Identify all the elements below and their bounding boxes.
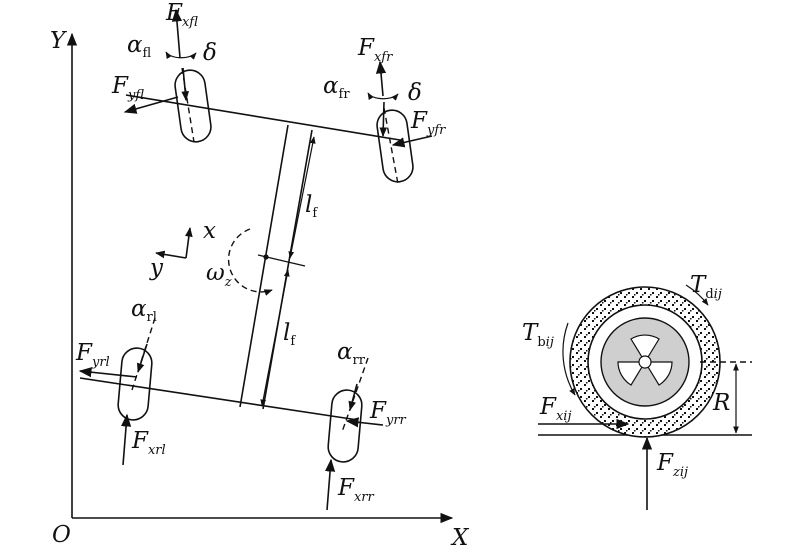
slip-angle-rl-label: αrl (131, 296, 157, 325)
body-x-label: x (203, 218, 216, 244)
force-fy-fl-arrow (123, 96, 179, 114)
slip-angle-fr-label: αfr (323, 73, 350, 102)
force-fy-rr-label: Fyrr (369, 398, 407, 428)
wheel-rr-slip-line (341, 357, 369, 433)
body-axes: x y (149, 218, 216, 281)
length-dimensions: lf lf (260, 136, 318, 407)
slip-angle-fl-label: αfl (127, 32, 152, 61)
force-fz-tire-label: Fzij (656, 450, 688, 480)
force-fx-rl-arrow (120, 413, 132, 466)
force-fx-fl-label: Fxfl (165, 0, 198, 30)
yaw-rate-indicator: ωz (206, 228, 273, 296)
center-of-gravity (263, 254, 269, 260)
front-length-arrow (288, 136, 316, 259)
chassis-right-rail (262, 129, 313, 410)
steer-angle-fl-label: δ (203, 40, 217, 66)
rear-length-arrow (260, 269, 290, 407)
body-y-label: y (149, 255, 164, 281)
tire-detail: R Tdij Tbij Fxij Fzij (522, 272, 752, 510)
yaw-rate-arc (227, 228, 273, 296)
yaw-rate-label: ωz (206, 260, 232, 290)
vehicle-frame (79, 94, 401, 421)
body-x-axis (185, 227, 193, 259)
wheel-fr-velocity (379, 101, 388, 137)
wheel-rl-velocity (136, 343, 148, 373)
wheel-rr-tire (327, 389, 363, 463)
brake-torque-arc (562, 322, 576, 396)
radius-label: R (712, 390, 730, 416)
rear-length-label: lf (283, 320, 296, 349)
force-fy-fr-label: Fyfr (410, 108, 446, 138)
force-fx-rr-label: Fxrr (337, 475, 375, 505)
brake-torque-label: Tbij (522, 320, 554, 350)
force-fy-rl-label: Fyrl (75, 340, 110, 370)
wheel-rear-right: Fxrr Fyrr αrr (324, 339, 407, 511)
force-fx-tire-label: Fxij (539, 394, 572, 424)
body-y-axis (155, 250, 187, 259)
y-axis-label: Y (50, 28, 68, 54)
force-fx-rr-arrow (324, 458, 336, 511)
force-fy-rr-arrow (345, 417, 384, 428)
drive-torque-arc (685, 284, 709, 306)
drive-torque-label: Tdij (690, 272, 722, 302)
wheel-fr-tire (376, 109, 414, 183)
wheel-front-right: Fxfr Fyfr αfr δ (323, 35, 446, 185)
wheel-fl-tire (174, 69, 212, 143)
force-fy-fl-label: Fyfl (111, 73, 144, 103)
wheel-fr-centerline (383, 107, 399, 185)
hub-icon (617, 334, 673, 386)
wheel-rr-velocity (348, 383, 358, 411)
steer-arc-fr (367, 92, 399, 101)
slip-angle-rr-label: αrr (337, 339, 366, 368)
front-length-label: lf (305, 192, 318, 221)
origin-label: O (52, 522, 71, 548)
x-axis-label: X (450, 525, 470, 551)
force-fy-rl-arrow (78, 367, 138, 378)
wheel-front-left: Fxfl Fyfl αfl δ (111, 0, 217, 143)
wheel-rl-tire (117, 347, 153, 421)
wheel-rear-left: Fxrl Fyrl αrl (75, 296, 166, 466)
global-axes: Y X O (50, 28, 470, 551)
wheel-fl-velocity (181, 67, 190, 101)
force-fx-fr-arrow (375, 60, 387, 97)
force-fx-fl-arrow (171, 8, 183, 59)
steer-angle-fr-label: δ (408, 80, 422, 106)
rear-axle (79, 377, 359, 421)
force-fy-fr-arrow (391, 135, 433, 148)
wheel-rl-slip-line (131, 317, 156, 391)
force-fx-fr-label: Fxfr (357, 35, 393, 65)
chassis-left-rail (239, 124, 289, 408)
force-fx-rl-label: Fxrl (131, 428, 166, 458)
steer-arc-fl (165, 51, 197, 60)
front-axle (125, 94, 401, 141)
